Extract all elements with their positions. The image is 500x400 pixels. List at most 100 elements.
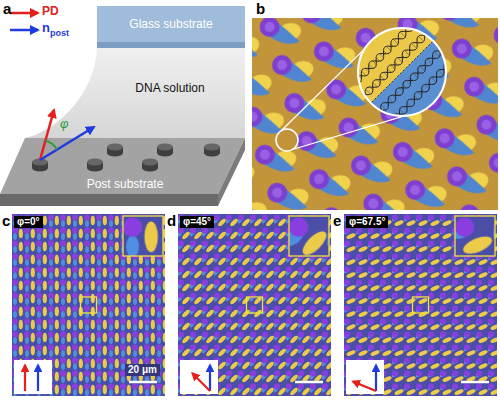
dna-base-pair: [380, 75, 384, 79]
dna-base-pair: [420, 66, 425, 71]
dna-base-pair: [347, 85, 352, 90]
dna-base-pair: [411, 99, 415, 103]
vector-name: PD: [42, 5, 59, 19]
micrograph-panel: [178, 214, 331, 396]
dna-base-pair: [377, 80, 380, 83]
dna-base-pair: [414, 18, 420, 24]
dna-base-pair: [451, 62, 452, 63]
dna-base-pair: [418, 71, 421, 74]
post-cylinder: [157, 144, 173, 157]
post-cylinder: [204, 144, 220, 157]
zoom-inset: [455, 216, 495, 256]
zoom-region-box: [413, 297, 429, 313]
dna-base-pair: [358, 96, 363, 101]
dna-base-pair: [431, 77, 436, 82]
dna-base-pair: [352, 83, 354, 85]
dna-base-pair: [398, 37, 400, 39]
dna-base-pair: [395, 62, 398, 65]
post-top: [142, 159, 158, 166]
dna-base-pair: [361, 71, 366, 76]
panel-letter: c: [2, 212, 10, 229]
solution-region: DNA solution: [95, 70, 245, 106]
dna-base-pair: [396, 91, 400, 95]
dna-base-pair: [381, 105, 386, 110]
scale-bar-label: 20 μm: [125, 364, 160, 376]
glass-slab-face: [97, 6, 245, 44]
angle-arc: [45, 141, 57, 150]
magnifier: [342, 12, 462, 132]
micrograph-panel: [344, 214, 497, 396]
dna-base-pair: [383, 51, 386, 54]
scale-bar: [295, 381, 323, 384]
dna-base-pair: [432, 57, 434, 59]
dna-base-pair: [376, 57, 380, 61]
post-substrate-front: [0, 194, 218, 206]
dna-base-pair: [397, 58, 402, 63]
micrograph-image: [178, 214, 331, 396]
panel-a-illustration: [0, 6, 245, 206]
node-label: Post substrate: [87, 177, 164, 191]
dna-base-pair: [413, 23, 414, 24]
dna-base-pair: [406, 80, 410, 84]
dna-base-pair: [400, 32, 405, 37]
dna-base-pair: [405, 30, 407, 32]
solution-meniscus: [25, 48, 245, 138]
dna-base-pair: [410, 48, 412, 50]
dna-base-pair: [370, 87, 373, 90]
glass-substrate-slab: Glass substrate: [97, 6, 245, 42]
dna-base-pair: [410, 77, 413, 80]
dna-base-pair: [417, 41, 419, 43]
dna-base-pair: [452, 56, 458, 62]
dna-base-pair: [434, 52, 440, 58]
post-cylinder: [142, 159, 158, 172]
dna-base-pair: [374, 112, 379, 117]
dna-base-pair: [414, 96, 418, 100]
zoom-inset: [123, 216, 163, 256]
dna-base-pair: [373, 82, 378, 87]
panel-letter: d: [167, 212, 176, 229]
micrograph-image: [12, 214, 165, 396]
dna-base-pair: [365, 89, 370, 94]
dna-base-pair: [393, 95, 396, 98]
dna-helix-strand: [361, 28, 428, 102]
pd-arrow: [353, 381, 376, 391]
angle-symbol: φ: [60, 117, 68, 132]
dna-base-pair: [391, 44, 394, 47]
dna-base-pair: [425, 64, 427, 66]
glass-slab-edge: [97, 42, 245, 48]
micrograph-panel: [12, 214, 165, 396]
npost-arrow: [37, 365, 39, 391]
dna-base-pair: [424, 84, 429, 89]
panel-letter: a: [3, 0, 11, 17]
dna-base-pair: [384, 72, 388, 76]
post-cylinder: [87, 159, 103, 172]
dna-base-pair: [417, 92, 421, 96]
panel-b-micrograph: [252, 12, 498, 210]
dna-base-pair: [404, 106, 407, 109]
dna-base-pair: [385, 123, 390, 128]
npost-arrow: [375, 365, 377, 391]
dna-base-pair: [393, 39, 398, 44]
dna-base-pair: [386, 103, 389, 106]
dna-base-pair: [411, 43, 416, 48]
dna-base-pair: [386, 46, 391, 51]
dna-base-pair: [441, 44, 447, 50]
dna-base-pair: [372, 61, 376, 65]
panel-letter: e: [333, 212, 341, 229]
angle-value: φ=45°: [180, 216, 214, 228]
post-cylinder: [32, 159, 48, 172]
npost-arrow: [209, 365, 211, 391]
dna-base-pair: [400, 109, 405, 114]
dna-base-pair: [422, 89, 425, 92]
magnifier-outline: [358, 28, 446, 116]
arrow-backing: [180, 360, 218, 394]
vector-name: n: [42, 21, 50, 36]
node-label: Glass substrate: [129, 17, 212, 31]
pd-arrow: [24, 365, 26, 391]
dna-base-pair: [425, 29, 431, 35]
post-top: [157, 144, 173, 151]
dna-base-pair: [403, 84, 407, 88]
